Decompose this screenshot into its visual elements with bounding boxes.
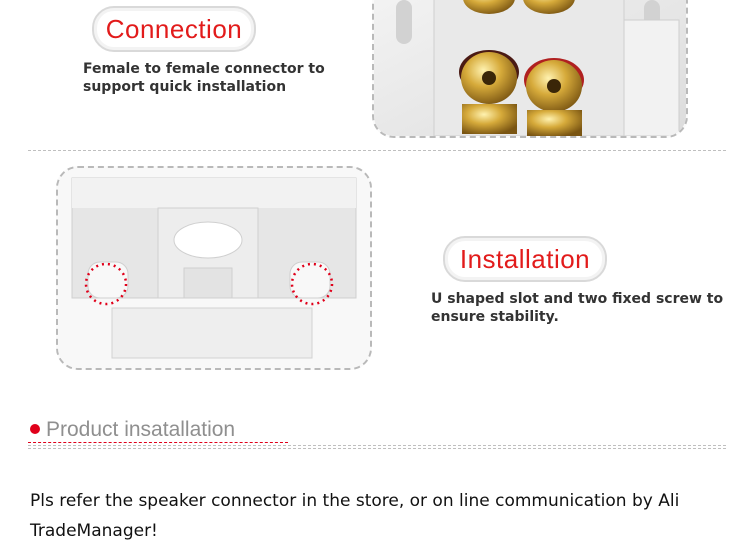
connection-description-line2: support quick installation — [83, 79, 287, 95]
installation-description: U shaped slot and two fixed screw to ens… — [431, 290, 723, 326]
product-installation-heading: Product insatallation — [46, 418, 236, 441]
connection-badge: Connection — [92, 6, 256, 52]
section-bullet-icon — [30, 424, 40, 434]
connection-badge-label: Connection — [105, 13, 243, 44]
connection-description: Female to female connector to support qu… — [83, 60, 325, 96]
product-installation-text: Pls refer the speaker connector in the s… — [30, 486, 730, 546]
speaker-plate-illustration — [374, 0, 686, 136]
product-installation-text-line2: TradeManager! — [30, 521, 158, 541]
plate-slot-illustration — [58, 168, 370, 368]
divider-heading-2 — [28, 448, 726, 449]
installation-product-image — [56, 166, 372, 370]
installation-description-line2: ensure stability. — [431, 309, 559, 325]
installation-description-line1: U shaped slot and two fixed screw to — [431, 291, 724, 307]
divider-top — [28, 150, 726, 151]
divider-heading — [28, 445, 726, 446]
installation-badge-label: Installation — [459, 243, 591, 274]
installation-badge: Installation — [443, 236, 607, 282]
heading-underline — [28, 442, 288, 443]
connection-product-image — [372, 0, 688, 138]
connection-description-line1: Female to female connector to — [83, 61, 325, 77]
product-installation-text-line1: Pls refer the speaker connector in the s… — [30, 491, 680, 511]
